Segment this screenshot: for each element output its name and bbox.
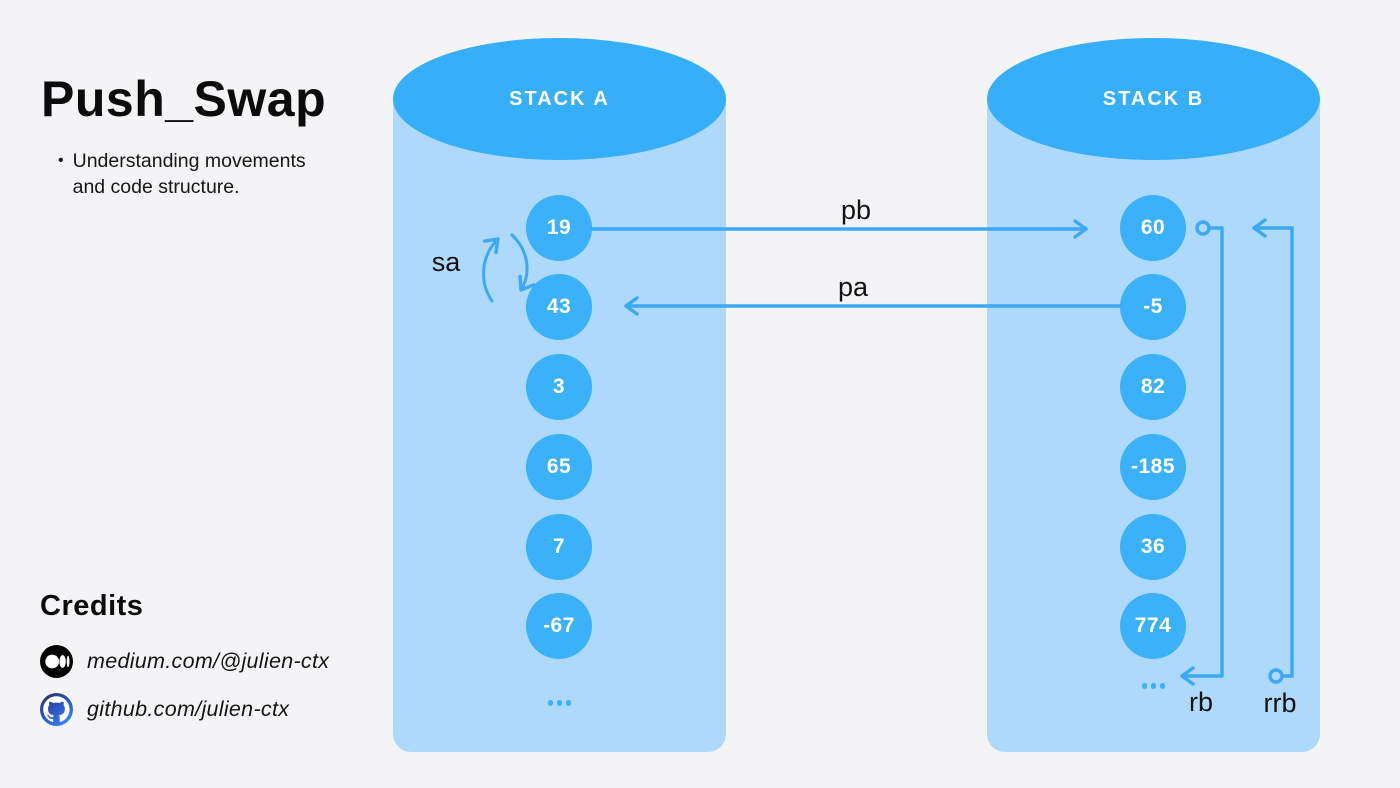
subtitle: Understanding movements and code structu… <box>72 150 306 198</box>
stack-b-node: 60 <box>1120 195 1186 261</box>
dot <box>1150 683 1157 689</box>
subtitle-bullet-item: • Understanding movements and code struc… <box>58 148 325 200</box>
dot <box>1159 683 1166 689</box>
stack-b-top-ellipse: STACK B <box>987 38 1320 160</box>
stack-b-node-value: 82 <box>1140 375 1166 398</box>
stack-a-node: 65 <box>526 434 592 500</box>
stack-b-node-value: 774 <box>1134 614 1172 637</box>
stack-a-node: 43 <box>526 274 592 340</box>
rb-label: rb <box>1188 687 1214 717</box>
stack-b-node: -5 <box>1120 274 1186 340</box>
stack-b-label: STACK B <box>1102 87 1205 110</box>
stack-a-node-value: -67 <box>543 614 575 637</box>
pa-label: pa <box>837 272 869 302</box>
github-credit-row[interactable]: github.com/julien-ctx <box>40 693 289 726</box>
sa-label: sa <box>431 247 461 277</box>
rrb-label: rrb <box>1263 688 1297 718</box>
stack-a-node-value: 43 <box>546 295 572 318</box>
medium-credit-row[interactable]: medium.com/@julien-ctx <box>40 645 329 678</box>
stack-a-ellipsis-dots <box>393 700 726 706</box>
stack-a-node: 3 <box>526 354 592 420</box>
stack-b-node: -185 <box>1120 434 1186 500</box>
stack-b-node-value: -185 <box>1130 455 1176 478</box>
dot <box>547 700 554 706</box>
pb-label: pb <box>840 195 872 225</box>
stack-b-ellipsis-dots <box>987 683 1320 689</box>
stack-b-node: 36 <box>1120 514 1186 580</box>
dot <box>565 700 572 706</box>
stack-a-node-value: 7 <box>552 535 566 558</box>
stack-b-node-value: 60 <box>1140 216 1166 239</box>
medium-icon <box>40 645 73 678</box>
stack-b-cylinder: STACK B 60 -5 82 -185 36 774 <box>987 38 1320 752</box>
stack-a-node-value: 3 <box>552 375 566 398</box>
dot <box>1141 683 1148 689</box>
medium-link[interactable]: medium.com/@julien-ctx <box>87 649 330 673</box>
stack-a-node: 7 <box>526 514 592 580</box>
github-icon <box>40 693 73 726</box>
stack-a-node-value: 19 <box>546 216 572 239</box>
stack-b-node-value: 36 <box>1140 535 1166 558</box>
stack-b-node-value: -5 <box>1143 295 1163 318</box>
stack-a-label: STACK A <box>509 87 610 110</box>
stack-b-node: 774 <box>1120 593 1186 659</box>
dot <box>556 700 563 706</box>
stack-a-top-ellipse: STACK A <box>393 38 726 160</box>
stack-a-node-value: 65 <box>546 455 572 478</box>
stack-a-node: 19 <box>526 195 592 261</box>
bullet-dot: • <box>58 152 64 169</box>
github-link[interactable]: github.com/julien-ctx <box>87 697 290 721</box>
stack-a-node: -67 <box>526 593 592 659</box>
stack-a-cylinder: STACK A 19 43 3 65 7 -67 <box>393 38 726 752</box>
page-title: Push_Swap <box>41 71 327 127</box>
stack-b-node: 82 <box>1120 354 1186 420</box>
credits-heading: Credits <box>40 590 144 622</box>
